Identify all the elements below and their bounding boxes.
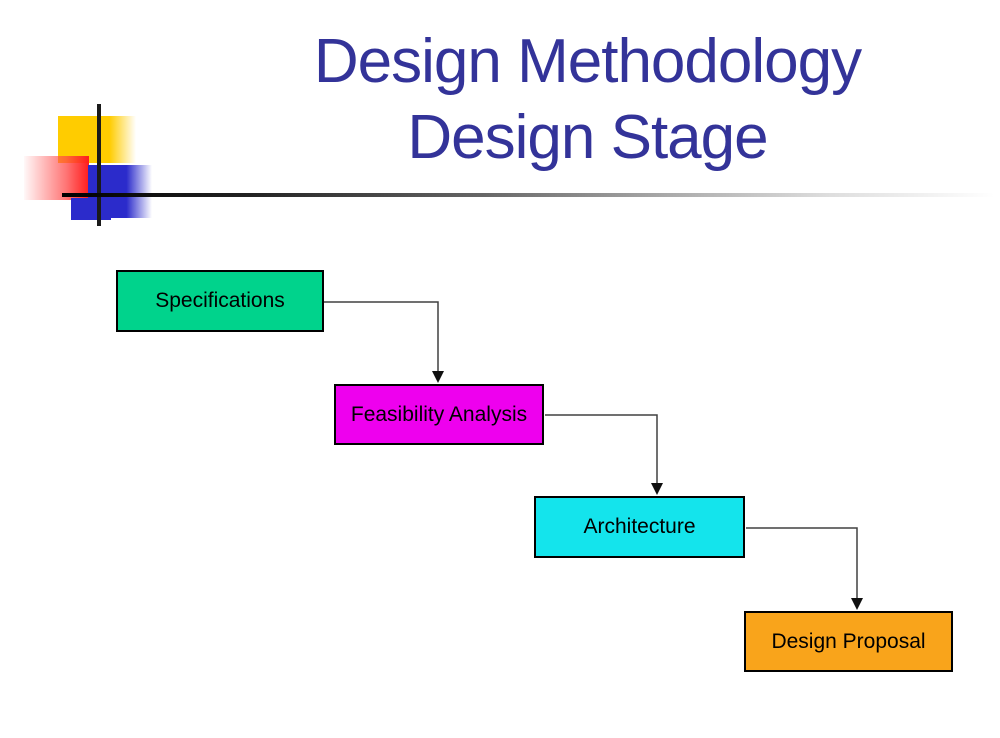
- flow-box-specifications: Specifications: [116, 270, 324, 332]
- slide-title: Design Methodology Design Stage: [175, 24, 1000, 176]
- slide-title-line2: Design Stage: [407, 103, 768, 172]
- connector-architecture-to-design-proposal: [746, 527, 863, 610]
- title-divider-line: [62, 193, 995, 197]
- decoration-vertical-line: [97, 104, 101, 226]
- decoration-blue-notch: [71, 198, 111, 220]
- slide-title-line1: Design Methodology: [313, 27, 862, 96]
- flow-box-label: Architecture: [583, 515, 696, 538]
- flow-box-label: Design Proposal: [771, 629, 926, 653]
- flow-box-feasibility-analysis: Feasibility Analysis: [334, 384, 544, 445]
- decoration-red-square: [24, 156, 89, 200]
- flow-box-architecture: Architecture: [534, 496, 745, 558]
- connector-feasibility-to-architecture: [545, 414, 663, 495]
- flow-box-label: Feasibility Analysis: [350, 402, 528, 426]
- flow-box-label: Specifications: [155, 289, 285, 312]
- connector-specifications-to-feasibility: [324, 301, 444, 383]
- flow-box-design-proposal: Design Proposal: [744, 611, 953, 672]
